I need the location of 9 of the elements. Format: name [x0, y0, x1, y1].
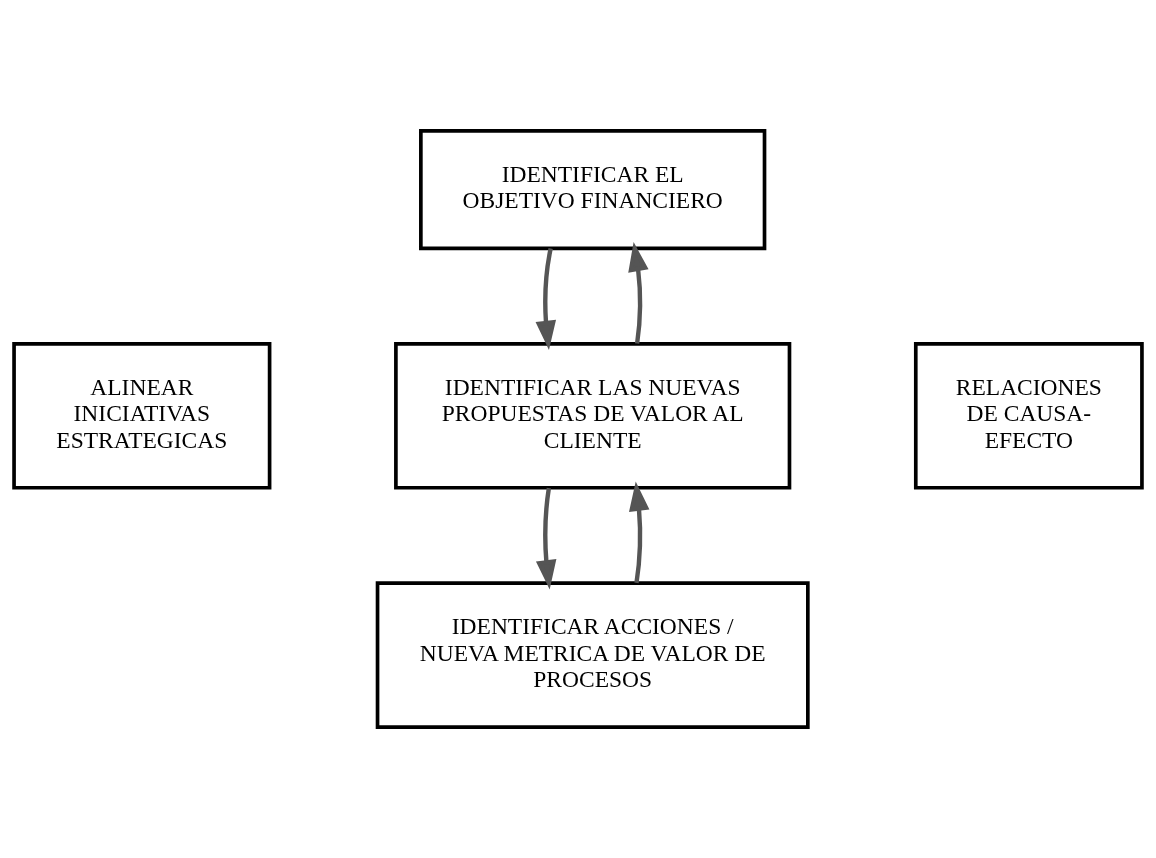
arrow	[628, 242, 649, 344]
arrow	[535, 487, 557, 590]
node-box: IDENTIFICAR ACCIONES / NUEVA METRICA DE VALOR DE PROCESOS	[375, 581, 810, 729]
arrow	[535, 248, 557, 351]
arrow	[628, 481, 650, 584]
node-box: IDENTIFICAR LAS NUEVAS PROPUESTAS DE VALOR AL CLIENTE	[394, 342, 792, 490]
node-box: IDENTIFICAR EL OBJETIVO FINANCIERO	[419, 129, 767, 251]
node-box: ALINEAR INICIATIVAS ESTRATEGICAS	[12, 342, 272, 490]
node-box: RELACIONES DE CAUSA-EFECTO	[913, 342, 1144, 490]
